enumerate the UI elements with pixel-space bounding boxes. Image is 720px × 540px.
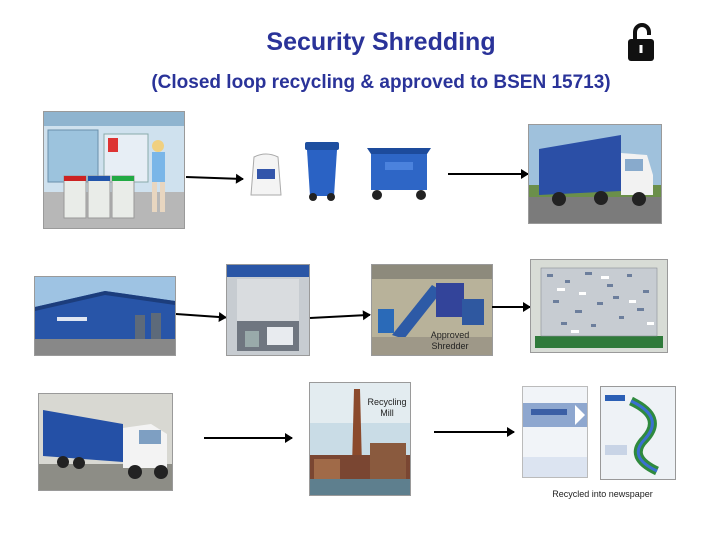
page-subtitle: (Closed loop recycling & approved to BSE… [151, 72, 611, 93]
shredder-caption: Approved Shredder [430, 330, 470, 351]
evolve-paper-ream-photo [522, 386, 588, 478]
flow-arrow [204, 433, 293, 443]
recycling-mill-caption: Recycling Mill [367, 397, 407, 418]
flow-arrow [309, 313, 370, 319]
shredded-paper-bale-photo [530, 259, 668, 353]
newspaper-caption: Recycled into newspaper [552, 489, 653, 499]
shredder-machine-photo [371, 264, 493, 356]
depot-loading-bay-photo [226, 264, 310, 356]
blue-wheelie-bin-photo [301, 140, 343, 202]
page-title: Security Shredding [266, 28, 496, 56]
collection-truck-photo [528, 124, 662, 224]
recycling-depot-building-photo [34, 276, 176, 356]
flow-arrow [175, 313, 226, 319]
blue-container-bin-photo [363, 140, 435, 202]
confidential-sack-photo [248, 151, 284, 197]
recycled-newspaper-product-photo [600, 386, 676, 480]
flow-arrow [185, 176, 244, 180]
bulk-transport-truck-photo [38, 393, 173, 491]
recycling-mill-photo [309, 382, 411, 496]
flow-arrow [434, 427, 515, 437]
flow-arrow [448, 169, 529, 179]
flow-arrow [492, 302, 531, 312]
open-padlock-icon [626, 22, 656, 62]
office-recycling-bins-photo [43, 111, 185, 229]
